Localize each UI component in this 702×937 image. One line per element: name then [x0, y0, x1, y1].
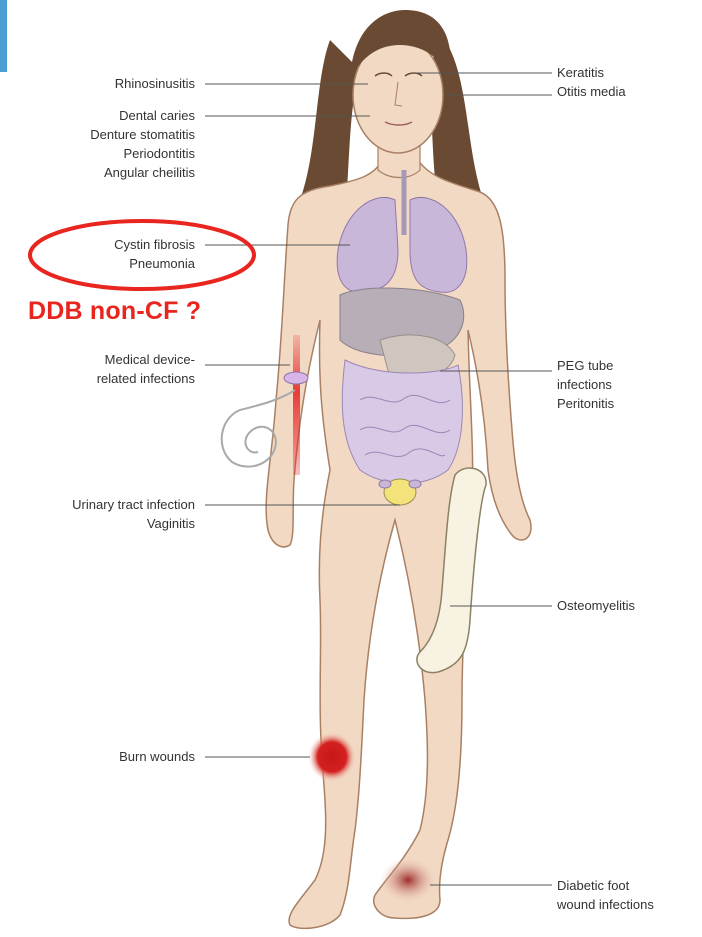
- label-line: Angular cheilitis: [90, 163, 195, 182]
- label-medical-device: Medical device- related infections: [97, 350, 195, 388]
- label-line: Diabetic foot: [557, 876, 654, 895]
- label-line: Burn wounds: [119, 747, 195, 766]
- label-line: Urinary tract infection: [72, 495, 195, 514]
- label-eye-ear: Keratitis Otitis media: [557, 63, 626, 101]
- label-rhinosinusitis: Rhinosinusitis: [115, 74, 195, 93]
- label-line: Vaginitis: [72, 514, 195, 533]
- label-line: PEG tube: [557, 356, 614, 375]
- label-line: Pneumonia: [114, 254, 195, 273]
- label-lung-infections: Cystin fibrosis Pneumonia: [114, 235, 195, 273]
- label-urinary: Urinary tract infection Vaginitis: [72, 495, 195, 533]
- label-oral-infections: Dental caries Denture stomatitis Periodo…: [90, 106, 195, 182]
- label-diabetic-foot: Diabetic foot wound infections: [557, 876, 654, 914]
- label-line: Cystin fibrosis: [114, 235, 195, 254]
- ddb-annotation: DDB non-CF ?: [28, 297, 201, 326]
- label-line: Otitis media: [557, 82, 626, 101]
- label-line: Denture stomatitis: [90, 125, 195, 144]
- label-osteomyelitis: Osteomyelitis: [557, 596, 635, 615]
- label-line: infections: [557, 375, 614, 394]
- label-line: related infections: [97, 369, 195, 388]
- label-peg-tube: PEG tube infections Peritonitis: [557, 356, 614, 413]
- label-line: wound infections: [557, 895, 654, 914]
- label-line: Rhinosinusitis: [115, 74, 195, 93]
- label-line: Periodontitis: [90, 144, 195, 163]
- label-burn-wounds: Burn wounds: [119, 747, 195, 766]
- label-line: Dental caries: [90, 106, 195, 125]
- label-line: Osteomyelitis: [557, 596, 635, 615]
- label-line: Keratitis: [557, 63, 626, 82]
- label-line: Medical device-: [97, 350, 195, 369]
- label-line: Peritonitis: [557, 394, 614, 413]
